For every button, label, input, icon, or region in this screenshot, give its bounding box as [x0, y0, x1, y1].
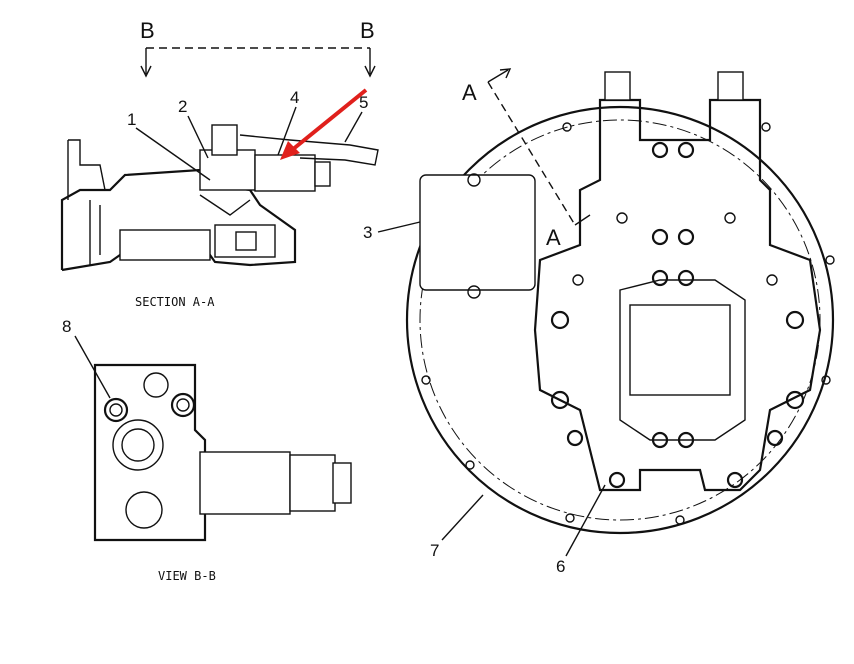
red-highlight-arrow: [280, 88, 368, 160]
view-b-b-marker: B B: [140, 18, 376, 78]
view-b-b-caption: VIEW B-B: [158, 569, 216, 583]
callout-8: 8: [62, 317, 71, 336]
marker-a-top: A: [462, 80, 477, 105]
view-b-b-drawing: 8 VIEW B-B: [62, 317, 352, 583]
callout-7: 7: [430, 541, 439, 560]
bolts: [550, 141, 805, 489]
callout-4: 4: [290, 88, 299, 107]
callout-3: 3: [363, 223, 372, 242]
callout-2: 2: [178, 97, 187, 116]
flange-holes: [421, 122, 835, 525]
marker-b-right: B: [360, 18, 375, 43]
section-a-a-drawing: [60, 124, 379, 272]
main-pump-view: A A 3 7 6: [363, 68, 835, 576]
marker-a-bottom: A: [546, 225, 561, 250]
marker-b-left: B: [140, 18, 155, 43]
section-a-a-caption: SECTION A-A: [135, 295, 215, 309]
callout-6: 6: [556, 557, 565, 576]
callout-5: 5: [359, 93, 368, 112]
section-a-a-callouts: 1 2 4 5 SECTION A-A: [127, 88, 368, 309]
section-a-a-cut-line: A A: [462, 68, 591, 250]
callout-1: 1: [127, 110, 136, 129]
